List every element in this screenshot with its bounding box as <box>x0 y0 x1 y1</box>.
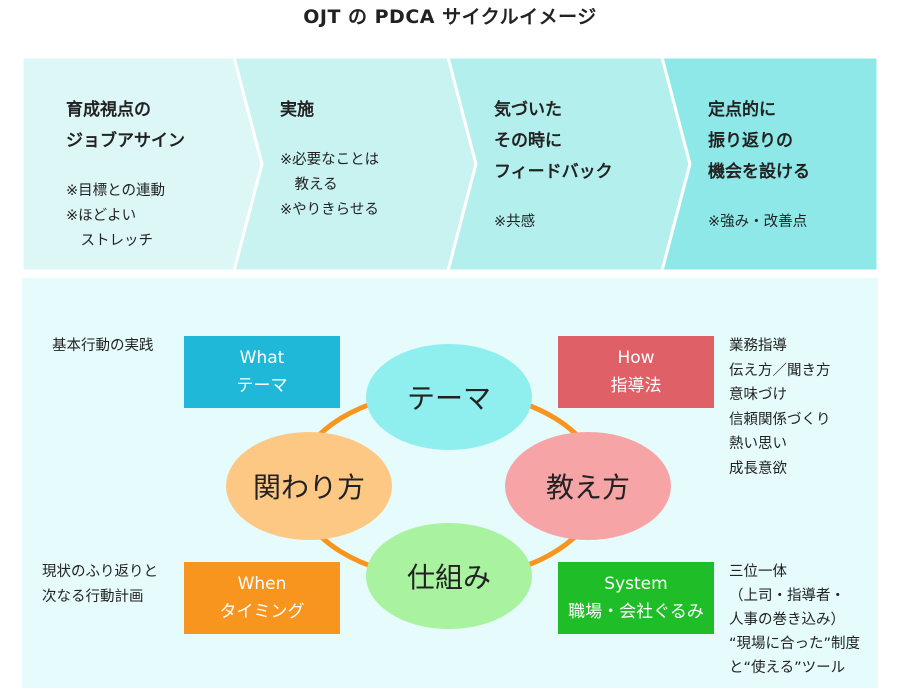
tag-when-en: When <box>237 574 287 594</box>
ellipse-relate: 関わり方 <box>226 432 392 540</box>
ellipse-relate-label: 関わり方 <box>252 471 365 504</box>
tag-system: System 職場・会社ぐるみ <box>558 562 714 634</box>
tag-what: What テーマ <box>184 336 340 408</box>
step-act-heading: 定点的に 振り返りの 機会を設ける <box>708 100 810 182</box>
tag-what-en: What <box>239 348 285 368</box>
step-do-heading: 実施 <box>280 100 314 120</box>
ellipse-teach: 教え方 <box>505 432 671 540</box>
page-title: OJT の PDCA サイクルイメージ <box>303 6 597 28</box>
tag-how-en: How <box>617 348 655 368</box>
ellipse-system-label: 仕組み <box>406 561 491 594</box>
tag-when-jp: タイミング <box>219 602 305 622</box>
tag-what-jp: テーマ <box>236 376 288 396</box>
step-check: 気づいた その時に フィードバック ※共感 <box>454 57 664 271</box>
step-plan-heading: 育成視点の ジョブアサイン <box>66 100 185 151</box>
tag-system-en: System <box>604 574 668 594</box>
side-system: 三位一体 （上司・指導者・ 人事の巻き込み） “現場に合った”制度 と“使える”… <box>729 564 861 676</box>
ellipse-theme: テーマ <box>366 344 532 450</box>
chevron-step-4 <box>660 57 878 271</box>
step-act-notes: ※強み・改善点 <box>708 214 808 230</box>
tag-how: How 指導法 <box>558 336 714 408</box>
step-do: 実施 ※必要なことは 教える ※やりきらせる <box>240 57 450 271</box>
side-how: 業務指導 伝え方／聞き方 意味づけ 信頼関係づくり 熱い思い 成長意欲 <box>729 338 831 477</box>
step-check-notes: ※共感 <box>494 214 536 230</box>
tag-when: When タイミング <box>184 562 340 634</box>
chevron-step-3 <box>446 57 692 271</box>
step-plan: 育成視点の ジョブアサイン ※目標との連動 ※ほどよい ストレッチ <box>26 57 236 271</box>
pdca-chevrons <box>22 57 878 271</box>
step-check-heading: 気づいた その時に フィードバック <box>494 100 613 182</box>
step-plan-notes: ※目標との連動 ※ほどよい ストレッチ <box>66 183 166 249</box>
tag-how-jp: 指導法 <box>610 376 662 396</box>
step-act: 定点的に 振り返りの 機会を設ける ※強み・改善点 <box>668 57 878 271</box>
step-do-notes: ※必要なことは 教える ※やりきらせる <box>280 152 380 218</box>
side-when: 現状のふり返りと 次なる行動計画 <box>42 564 158 605</box>
tag-system-jp: 職場・会社ぐるみ <box>568 602 704 622</box>
ellipse-theme-label: テーマ <box>406 382 491 415</box>
side-what: 基本行動の実践 <box>52 338 154 354</box>
chevron-step-2 <box>232 57 478 271</box>
ellipse-system: 仕組み <box>366 523 532 629</box>
pdca-flow: 育成視点の ジョブアサイン ※目標との連動 ※ほどよい ストレッチ 実施 ※必要… <box>22 57 878 271</box>
ellipse-teach-label: 教え方 <box>545 471 630 504</box>
